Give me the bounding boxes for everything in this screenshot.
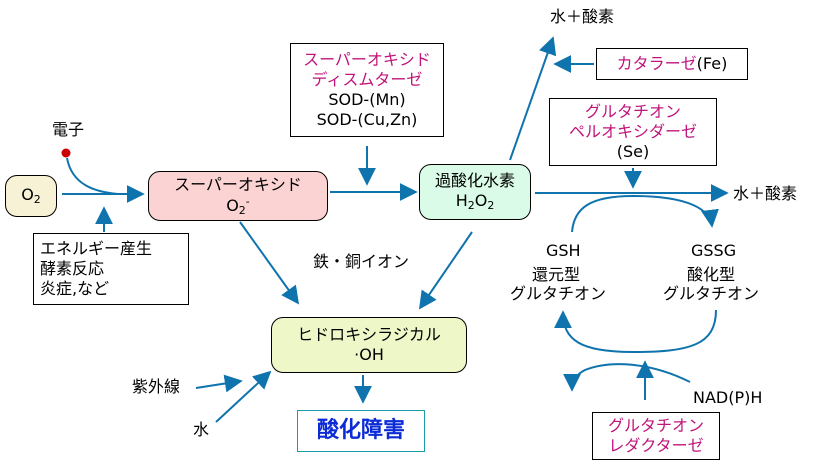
gpx-line1: グルタチオン — [584, 102, 681, 121]
gsh-abbr: GSH — [546, 241, 581, 260]
sod-box: スーパーオキシド ディスムターゼ SOD-(Mn) SOD-(Cu,Zn) — [290, 43, 444, 137]
gr-line2: レダクターゼ — [608, 436, 704, 455]
sources-box: エネルギー産生 酵素反応 炎症,など — [33, 233, 189, 305]
catalase-box: カタラーゼ(Fe) — [596, 48, 748, 80]
sod-name-line1: スーパーオキシド — [303, 50, 431, 69]
arrow-nadph — [563, 363, 691, 392]
metal-ions-label: 鉄・銅イオン — [313, 252, 410, 271]
oxidative-damage-box: 酸化障害 — [297, 410, 425, 452]
electron-dot — [61, 148, 71, 158]
arrow-h2o2-to-hydroxyl — [418, 231, 473, 310]
sod-name-line2: ディスムターゼ — [311, 70, 423, 89]
gssg-abbr: GSSG — [691, 241, 737, 260]
arrow-water-to-hydroxyl — [215, 370, 272, 423]
h2o2-title: 過酸化水素 — [434, 171, 515, 191]
o2-box: O2 — [5, 175, 57, 217]
o2-formula: O2 — [21, 185, 41, 207]
catalase-cofactor: (Fe) — [696, 54, 728, 73]
h2o2-box: 過酸化水素 H2O2 — [419, 164, 531, 220]
electron-label: 電子 — [52, 120, 85, 139]
gr-box: グルタチオン レダクターゼ — [592, 412, 720, 460]
superoxide-box: スーパーオキシド O2- — [148, 171, 328, 221]
gpx-line2: ペルオキシダーゼ — [568, 122, 697, 141]
gssg-line2: グルタチオン — [663, 284, 760, 303]
water-label: 水 — [193, 420, 210, 439]
source-enzyme: 酵素反応 — [40, 259, 105, 278]
gr-line1: グルタチオン — [607, 416, 704, 435]
hydroxyl-formula: ·OH — [354, 345, 384, 364]
gpx-cofactor: (Se) — [616, 142, 650, 161]
hydroxyl-title: ヒドロキシラジカル — [297, 325, 441, 344]
source-energy: エネルギー産生 — [40, 239, 153, 258]
catalase-name: カタラーゼ — [616, 54, 697, 73]
arrow-h2o2-to-water-top — [509, 36, 557, 161]
arrow-uv-to-hydroxyl — [195, 374, 243, 393]
superoxide-title: スーパーオキシド — [174, 174, 302, 194]
superoxide-formula: O2- — [226, 194, 250, 217]
water-oxygen-top: 水＋酸素 — [550, 7, 615, 26]
h2o2-formula: H2O2 — [455, 191, 495, 213]
arrow-electron — [66, 157, 119, 195]
sod-variant-cuzn: SOD-(Cu,Zn) — [316, 110, 418, 129]
uv-label: 紫外線 — [132, 377, 181, 396]
gpx-box: グルタチオン ペルオキシダーゼ (Se) — [549, 98, 717, 166]
nadph-label: NAD(P)H — [693, 388, 763, 407]
arrow-superoxide-to-hydroxyl — [239, 221, 300, 305]
gsh-line2: グルタチオン — [510, 284, 607, 303]
sod-variant-mn: SOD-(Mn) — [328, 90, 406, 109]
gsh-line1: 還元型 — [532, 265, 581, 284]
source-inflammation: 炎症,など — [40, 279, 110, 298]
water-oxygen-right: 水＋酸素 — [733, 184, 798, 203]
hydroxyl-box: ヒドロキシラジカル ·OH — [271, 317, 467, 373]
arrow-gsh-to-gssg — [571, 194, 719, 233]
arrow-gssg-to-gsh — [554, 309, 717, 354]
gssg-line1: 酸化型 — [687, 265, 736, 284]
